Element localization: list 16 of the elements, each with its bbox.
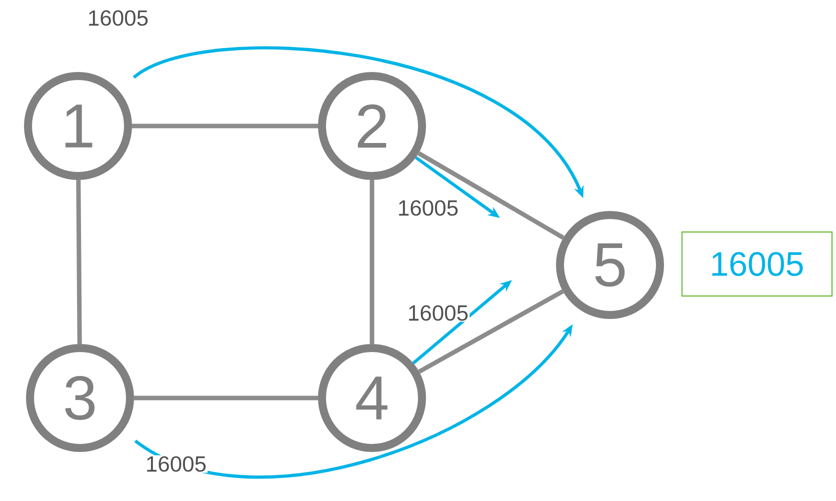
- connector-line: [132, 124, 318, 128]
- edge-label: 16005: [396, 199, 460, 217]
- edge-label: 16005: [144, 455, 208, 473]
- circle-node: 3: [26, 344, 134, 452]
- circle-node: 2: [318, 72, 426, 180]
- circle-node: 5: [556, 211, 664, 319]
- connector-line: [370, 180, 374, 344]
- circle-node: 1: [24, 72, 132, 180]
- value-box: 16005: [681, 231, 833, 297]
- edge-label: 16005: [86, 9, 150, 27]
- connector-line: [418, 151, 564, 240]
- edge-label: 16005: [406, 304, 470, 322]
- circle-node: 4: [318, 344, 426, 452]
- connector-line: [134, 396, 318, 400]
- connector-line: [76, 180, 82, 344]
- connector-line: [418, 289, 564, 374]
